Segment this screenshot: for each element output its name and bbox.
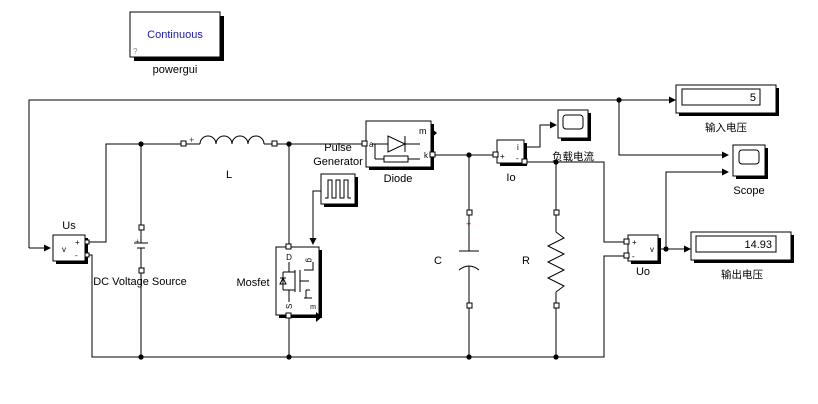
svg-text:i: i <box>517 143 519 152</box>
input-voltage-display[interactable]: 5 输入电压 <box>675 84 779 134</box>
svg-text:k: k <box>424 151 429 160</box>
pulse-generator-block[interactable]: Pulse Generator <box>313 142 363 207</box>
output-voltage-display[interactable]: 14.93 输出电压 <box>690 231 794 281</box>
us-signal-wire <box>28 99 665 248</box>
powergui-mode-label: Continuous <box>147 29 203 41</box>
wire-io-scope <box>527 121 557 148</box>
scope-label: Scope <box>733 185 764 197</box>
input-voltage-label: 输入电压 <box>705 121 747 134</box>
svg-text:-: - <box>75 251 78 260</box>
pulse-gen-label-2: Generator <box>313 156 363 168</box>
inductor-block[interactable]: + L <box>180 135 278 181</box>
mosfet-symbol-icon <box>279 262 314 302</box>
io-label: Io <box>506 172 515 184</box>
scope-screen-icon <box>738 149 760 165</box>
svg-text:+: + <box>189 135 194 145</box>
capacitor-block[interactable]: + C <box>434 209 480 309</box>
uo-block[interactable]: + - v Uo <box>623 234 661 278</box>
svg-text:-: - <box>516 154 519 163</box>
svg-text:S: S <box>285 304 294 309</box>
uo-label: Uo <box>636 266 650 278</box>
svg-text:a: a <box>369 140 374 149</box>
resistor-label: R <box>522 255 530 267</box>
inductor-coil-icon <box>199 135 265 145</box>
resistor-zigzag-icon <box>546 231 566 293</box>
wires <box>28 96 729 360</box>
powergui-name: powergui <box>153 64 198 76</box>
load-current-scope[interactable]: 负载电流 <box>552 109 594 163</box>
diode-label: Diode <box>384 173 413 185</box>
wire-uo-scope <box>665 168 729 249</box>
svg-text:v: v <box>62 245 66 254</box>
us-label: Us <box>62 220 76 232</box>
mosfet-label: Mosfet <box>236 277 269 289</box>
output-voltage-label: 输出电压 <box>721 268 763 281</box>
pulse-wave-icon <box>325 179 351 199</box>
dc-source-label: DC Voltage Source <box>93 276 187 288</box>
scope-screen-icon <box>562 114 584 130</box>
mosfet-block[interactable]: D S g m Mosfet <box>236 243 322 322</box>
powergui-block[interactable]: Continuous ? powergui <box>129 11 224 76</box>
svg-text:m: m <box>419 126 427 136</box>
io-block[interactable]: + i - Io <box>492 139 528 184</box>
svg-text:D: D <box>286 253 292 262</box>
svg-text:v: v <box>650 245 654 254</box>
load-current-label: 负载电流 <box>552 150 594 163</box>
rail-top-left <box>88 143 184 243</box>
diode-symbol-icon <box>372 135 420 163</box>
inductor-label: L <box>226 169 232 181</box>
svg-text:+: + <box>75 238 80 247</box>
svg-text:+: + <box>632 238 637 247</box>
diode-block[interactable]: a k m Diode <box>361 120 437 185</box>
scope-block[interactable]: Scope <box>732 144 768 197</box>
wire-to-scope-1 <box>618 100 729 159</box>
svg-text:m: m <box>310 304 316 311</box>
output-voltage-value: 14.93 <box>744 239 772 251</box>
input-voltage-value: 5 <box>750 92 756 104</box>
svg-text:-: - <box>632 252 635 261</box>
resistor-block[interactable]: R <box>522 209 566 309</box>
rail-bottom <box>88 254 626 358</box>
us-block[interactable]: v + - Us <box>52 220 90 264</box>
powergui-icon: ? <box>133 47 138 56</box>
svg-text:+: + <box>135 237 140 246</box>
dc-source-block[interactable]: + DC Voltage Source <box>93 224 187 288</box>
svg-text:g: g <box>305 258 314 262</box>
pulse-gen-label-1: Pulse <box>324 142 352 154</box>
rail-io-out <box>525 161 626 243</box>
svg-text:+: + <box>500 152 505 161</box>
capacitor-label: C <box>434 255 442 267</box>
